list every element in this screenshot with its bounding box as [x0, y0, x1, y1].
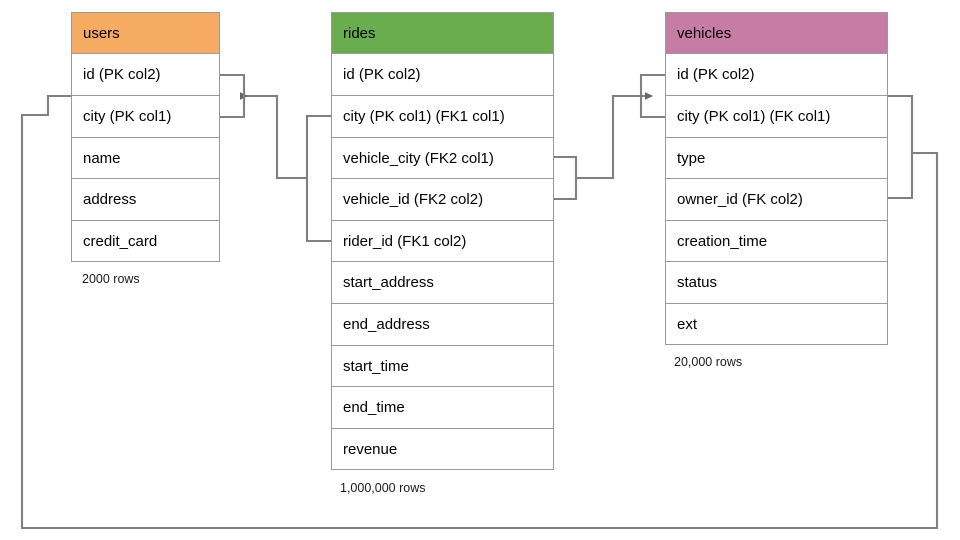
field-label: rider_id (FK1 col2) [343, 232, 467, 250]
entity-table-vehicles[interactable]: vehicles id (PK col2) city (PK col1) (FK… [665, 12, 888, 345]
entity-header-users: users [71, 12, 220, 54]
field-users-credit-card[interactable]: credit_card [71, 221, 220, 262]
field-rides-rider-id[interactable]: rider_id (FK1 col2) [331, 221, 554, 262]
field-rides-revenue[interactable]: revenue [331, 429, 554, 470]
field-label: city (PK col1) (FK1 col1) [343, 108, 505, 125]
field-label: city (PK col1) [83, 108, 172, 125]
field-users-city[interactable]: city (PK col1) [71, 96, 220, 138]
field-vehicles-id[interactable]: id (PK col2) [665, 54, 888, 96]
field-vehicles-ext[interactable]: ext [665, 304, 888, 345]
field-rides-vehicle-city[interactable]: vehicle_city (FK2 col1) [331, 138, 554, 179]
field-label: end_time [343, 399, 405, 416]
entity-table-rides[interactable]: rides id (PK col2) city (PK col1) (FK1 c… [331, 12, 554, 470]
field-label: id (PK col2) [343, 66, 421, 83]
entity-title-vehicles: vehicles [677, 24, 732, 42]
row-count-rides: 1,000,000 rows [340, 481, 426, 495]
field-label: id (PK col2) [83, 66, 161, 83]
field-rides-city[interactable]: city (PK col1) (FK1 col1) [331, 96, 554, 138]
field-label: city (PK col1) (FK col1) [677, 108, 831, 125]
field-users-name[interactable]: name [71, 138, 220, 179]
entity-table-users[interactable]: users id (PK col2) city (PK col1) name a… [71, 12, 220, 262]
entity-header-vehicles: vehicles [665, 12, 888, 54]
field-label: vehicle_city (FK2 col1) [343, 149, 494, 167]
field-rides-end-address[interactable]: end_address [331, 304, 554, 346]
field-label: id (PK col2) [677, 66, 755, 83]
connector-rides-fk1-users [220, 73, 331, 243]
field-label: revenue [343, 440, 398, 458]
field-label: name [83, 149, 121, 167]
field-label: end_address [343, 316, 430, 333]
field-rides-id[interactable]: id (PK col2) [331, 54, 554, 96]
field-vehicles-type[interactable]: type [665, 138, 888, 179]
field-rides-end-time[interactable]: end_time [331, 387, 554, 429]
row-count-users: 2000 rows [82, 272, 140, 286]
field-rides-start-address[interactable]: start_address [331, 262, 554, 304]
field-users-id[interactable]: id (PK col2) [71, 54, 220, 96]
connector-rides-fk2-vehicles [554, 73, 665, 201]
field-label: vehicle_id (FK2 col2) [343, 191, 484, 208]
field-label: start_address [343, 274, 434, 291]
field-vehicles-city[interactable]: city (PK col1) (FK col1) [665, 96, 888, 138]
field-label: address [83, 191, 137, 208]
field-label: status [677, 274, 718, 291]
field-rides-start-time[interactable]: start_time [331, 346, 554, 387]
entity-title-rides: rides [343, 24, 376, 42]
field-label: start_time [343, 357, 409, 375]
field-label: credit_card [83, 232, 158, 250]
field-vehicles-owner-id[interactable]: owner_id (FK col2) [665, 179, 888, 221]
field-label: owner_id (FK col2) [677, 191, 803, 208]
field-label: type [677, 149, 706, 167]
field-rides-vehicle-id[interactable]: vehicle_id (FK2 col2) [331, 179, 554, 221]
field-label: creation_time [677, 232, 768, 250]
field-users-address[interactable]: address [71, 179, 220, 221]
row-count-vehicles: 20,000 rows [674, 355, 743, 369]
field-vehicles-status[interactable]: status [665, 262, 888, 304]
entity-header-rides: rides [331, 12, 554, 54]
entity-title-users: users [83, 24, 120, 42]
field-vehicles-creation-time[interactable]: creation_time [665, 221, 888, 262]
field-label: ext [677, 315, 698, 333]
